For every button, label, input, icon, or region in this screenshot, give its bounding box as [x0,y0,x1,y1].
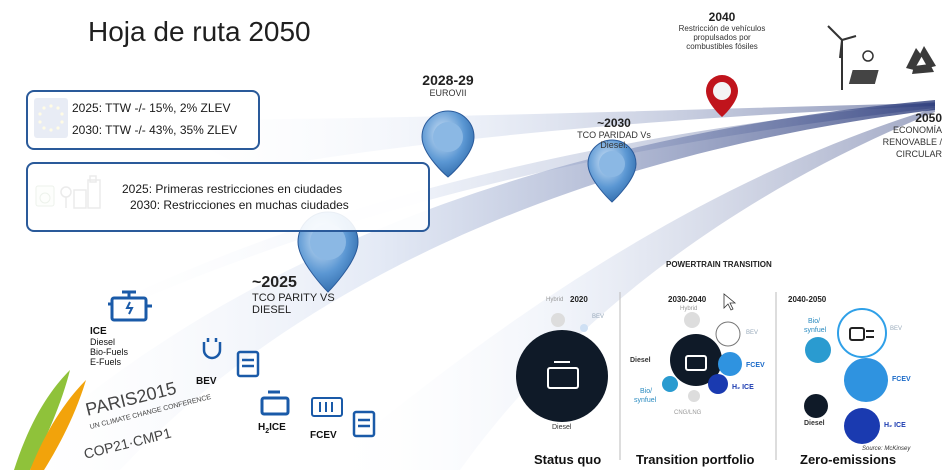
city-restriction-2025: 2025: Primeras restricciones en ciudades [122,182,343,196]
col1-period: 2020 [570,295,588,304]
col2-bio: Bio/ [640,388,653,395]
recycle-icon [906,46,936,74]
col2-h2ice: H₂ ICE [732,384,754,391]
col1-diesel: Diesel [552,424,572,431]
wind-turbine-icon [827,25,857,90]
ice-title: ICE [90,326,107,337]
col2-hybrid: Hybrid [680,306,698,312]
ice-label-group: ICE Diesel Bio-Fuels E-Fuels [90,326,128,367]
col3-diesel: Diesel [804,420,825,427]
pin-2030 [587,139,637,203]
milestone-2030: ~2030 TCO PARIDAD Vs Diesel. [562,116,666,150]
milestone-year: 2040 [708,10,736,24]
milestone-2040: 2040 Restricción de vehículos propulsado… [664,10,780,51]
col3-label: Zero-emissions [800,452,897,467]
city-restriction-2030: 2030: Restricciones en muchas ciudades [130,198,349,212]
col2-fcev: FCEV [746,362,765,369]
col3-bev: BEV [890,326,903,332]
fcev-label: FCEV [310,430,337,441]
milestone-text: ECONOMÍA [892,125,942,135]
milestone-text: combustibles fósiles [686,42,758,51]
battery-icon [352,410,376,438]
h2ice-label: H2ICE [258,422,286,435]
pin-2025 [297,211,359,293]
col1-bev: BEV [592,314,605,320]
col2-bev: BEV [746,330,759,336]
col2-cng: CNG/LNG [674,410,702,416]
engine-icon [108,290,152,322]
bev-circle-large [837,308,887,358]
city-restrictions-box: 2025: Primeras restricciones en ciudades… [26,162,430,232]
milestone-year: 2050 [915,111,942,125]
milestone-2025: ~2025 TCO PARITY VS DIESEL [252,274,362,316]
milestone-text: CIRCULAR [895,149,942,159]
col3-fcev: FCEV [892,376,911,383]
transition-diesel-circle [670,334,722,386]
h2ice-circle [844,408,880,444]
solar-panel-icon [848,50,879,84]
paris-leaf-logo [14,370,86,470]
col1-label: Status quo [534,452,602,467]
diesel-circle-small [804,394,828,418]
hybrid-circle [551,313,565,327]
page-title: Hoja de ruta 2050 [88,16,311,47]
eu-targets-box: 2025: TTW -/- 15%, 2% ZLEV 2030: TTW -/-… [26,90,260,150]
col2-label: Transition portfolio [636,452,755,467]
milestone-text: TCO PARIDAD Vs [577,130,651,140]
milestone-year: 2028-29 [422,72,474,88]
col3-h2ice: H₂ ICE [884,422,906,429]
milestone-year: ~2030 [597,116,631,130]
col2-synfuel: synfuel [634,397,657,404]
source-note: Source: McKinsey [862,446,911,452]
road-beam [0,100,935,470]
mouse-cursor-icon [723,293,737,311]
col3-period: 2040-2050 [788,295,827,304]
pin-2040 [706,75,738,117]
col2-diesel: Diesel [630,357,651,364]
milestone-2028: 2028-29 EUROVII [406,72,490,98]
road-beam [150,103,935,170]
status-quo-diesel-circle [516,330,608,422]
milestone-text: TCO PARITY VS [252,292,335,304]
ice-item: E-Fuels [90,357,122,367]
battery-icon [236,350,260,378]
fuel-cell-icon [311,397,343,417]
milestone-2050: 2050 ECONOMÍA RENOVABLE / CIRCULAR [850,112,942,160]
h2-engine-icon [260,390,290,416]
powertrain-title: POWERTRAIN TRANSITION [666,260,772,269]
fcev-circle [844,358,888,402]
milestone-text: Restricción de vehículos [678,24,766,33]
ice-item: Bio-Fuels [90,347,129,357]
milestone-text: EUROVII [429,88,467,98]
milestone-text: Diesel. [600,140,628,150]
biofuel-circle [805,337,831,363]
col2-period: 2030-2040 [668,295,707,304]
eu-target-2025: 2025: TTW -/- 15%, 2% ZLEV [72,101,231,115]
ice-item: Diesel [90,337,116,347]
col1-hybrid: Hybrid [546,297,564,303]
col3-synfuel: synfuel [804,327,827,334]
eu-target-2030: 2030: TTW -/- 43%, 35% ZLEV [72,123,238,137]
bev-label: BEV [196,376,217,387]
milestone-text: DIESEL [252,304,292,316]
milestone-year: ~2025 [252,274,297,291]
col3-bio: Bio/ [808,318,821,325]
plug-icon [202,338,222,360]
bev-circle [580,324,588,332]
milestone-text: propulsados por [693,33,751,42]
milestone-text: RENOVABLE / [882,137,942,147]
pin-2028 [421,110,475,178]
